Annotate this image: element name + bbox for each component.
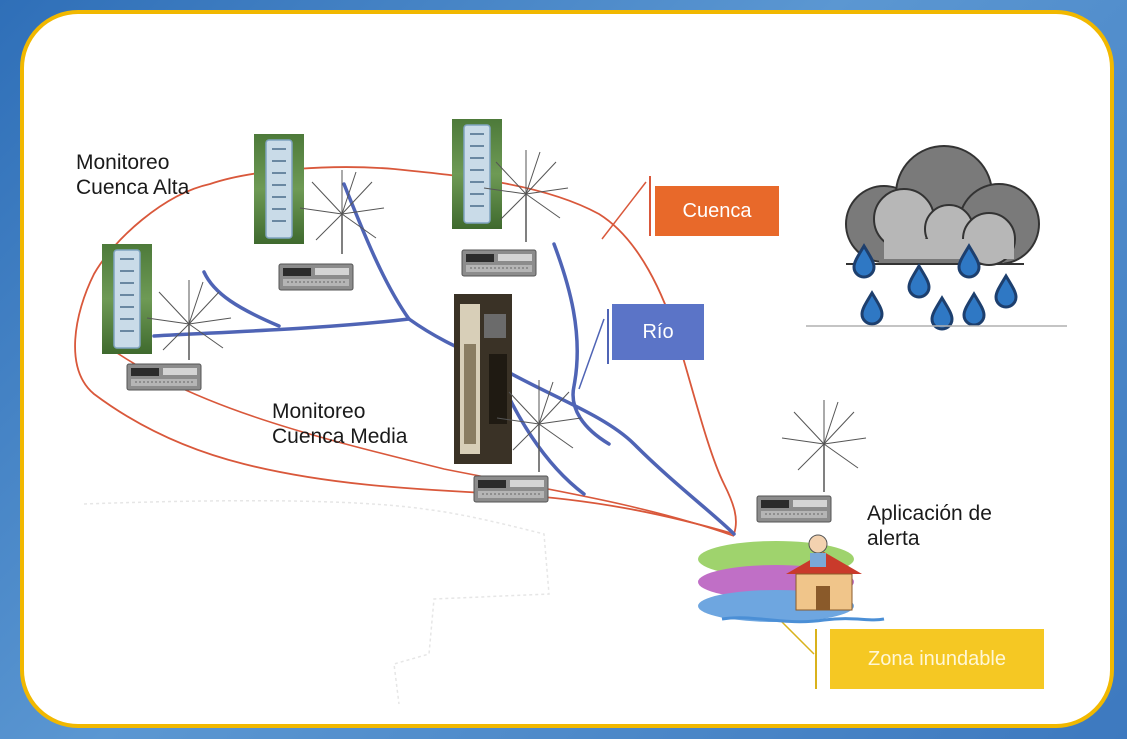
river-sensor-icon xyxy=(454,294,512,464)
tag-cuenca: Cuenca xyxy=(655,186,779,236)
gauge-icon-2 xyxy=(451,118,503,230)
raindrop-icon-6 xyxy=(930,296,954,331)
rio-connector xyxy=(578,318,605,390)
label-aplicacion-alerta: Aplicación de alerta xyxy=(867,502,992,550)
radio-icon-4 xyxy=(473,475,549,503)
tag-rio: Río xyxy=(612,304,704,360)
radio-icon-1 xyxy=(278,263,354,291)
radio-icon-2 xyxy=(461,249,537,277)
label-cuenca-alta: Monitoreo Cuenca Alta xyxy=(76,151,190,199)
basin-line-lower xyxy=(103,343,735,537)
radio-icon-5 xyxy=(756,495,832,523)
diagram-panel: Monitoreo Cuenca Alta Monitoreo Cuenca M… xyxy=(20,10,1114,728)
gauge-icon-3 xyxy=(101,243,153,355)
radio-icon-3 xyxy=(126,363,202,391)
tag-zona-inundable: Zona inundable xyxy=(830,629,1044,689)
raindrop-icon-2 xyxy=(907,264,931,299)
gauge-icon-1 xyxy=(253,133,305,245)
rain-cloud-icon xyxy=(845,145,1040,266)
raindrop-icon-4 xyxy=(994,274,1018,309)
dotted-outline xyxy=(83,499,550,705)
raindrop-icon-5 xyxy=(860,291,884,326)
raindrop-icon-7 xyxy=(962,292,986,327)
label-cuenca-media: Monitoreo Cuenca Media xyxy=(272,400,408,448)
cuenca-connector xyxy=(601,181,647,240)
flood-house-icon xyxy=(698,534,885,624)
diagram-canvas xyxy=(74,118,1067,705)
